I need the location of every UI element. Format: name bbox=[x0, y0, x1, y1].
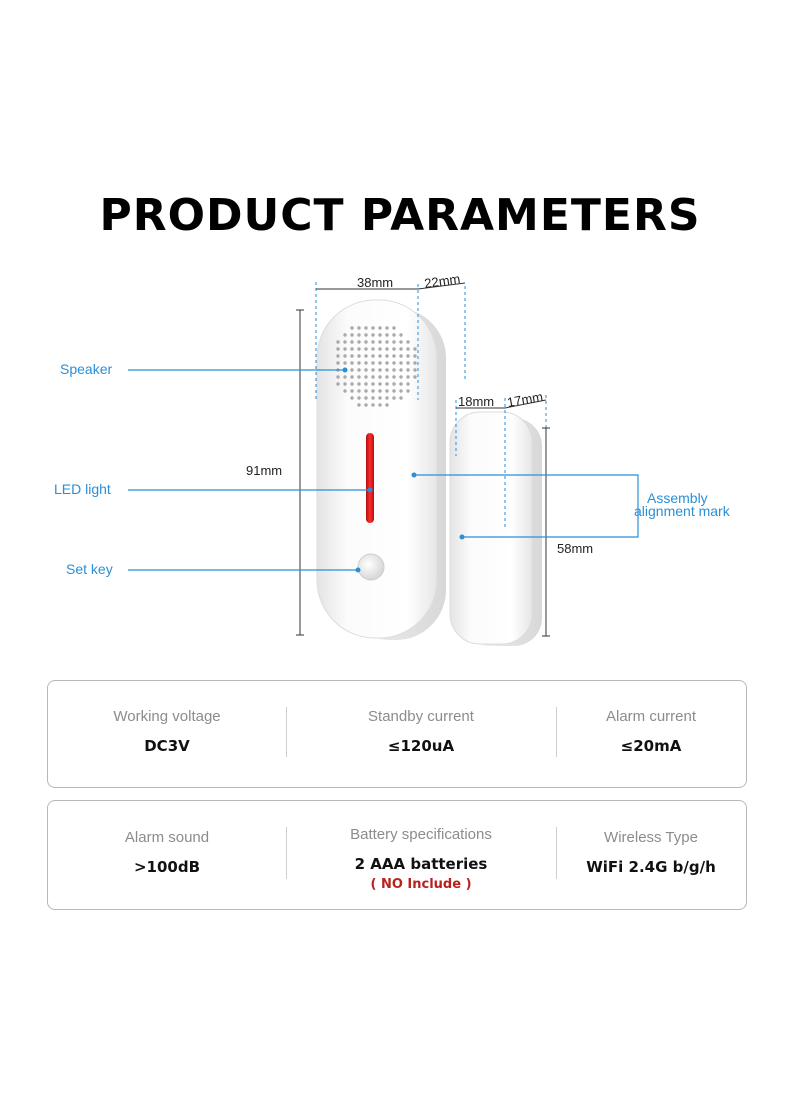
spec-label: Standby current bbox=[368, 707, 474, 725]
callout-set-key: Set key bbox=[66, 561, 113, 577]
callout-assembly-1: Assembly bbox=[647, 490, 708, 506]
spec-box-electrical: Working voltage DC3V Standby current ≤12… bbox=[47, 680, 747, 788]
spec-label: Battery specifications bbox=[350, 826, 492, 843]
dim-width-main: 38mm bbox=[357, 275, 393, 290]
callout-speaker: Speaker bbox=[60, 361, 112, 377]
spec-cell: Battery specifications 2 AAA batteries (… bbox=[286, 801, 556, 909]
spec-cell: Working voltage DC3V bbox=[48, 681, 286, 787]
spec-value: WiFi 2.4G b/g/h bbox=[586, 857, 716, 876]
spec-label: Wireless Type bbox=[604, 828, 698, 846]
led-light bbox=[366, 433, 374, 523]
spec-value: DC3V bbox=[144, 736, 190, 755]
spec-note: ( NO Include ) bbox=[370, 877, 472, 892]
spec-cell: Alarm sound >100dB bbox=[48, 801, 286, 909]
dim-height-magnet: 58mm bbox=[557, 541, 593, 556]
page-title: PRODUCT PARAMETERS bbox=[99, 190, 701, 241]
main-body bbox=[316, 299, 438, 639]
set-key-button bbox=[357, 553, 385, 581]
dim-width-magnet: 18mm bbox=[458, 394, 494, 409]
spec-cell: Alarm current ≤20mA bbox=[556, 681, 746, 787]
spec-value: >100dB bbox=[133, 857, 201, 876]
spec-label: Alarm current bbox=[605, 707, 697, 725]
product-diagram: 38mm 22mm 18mm 17mm 91mm 58mm Speaker LE… bbox=[54, 271, 731, 646]
speaker-grille-icon bbox=[336, 326, 417, 407]
spec-value: ≤20mA bbox=[620, 736, 682, 755]
spec-label: Working voltage bbox=[113, 707, 221, 725]
callout-led: LED light bbox=[54, 481, 111, 497]
spec-cell: Wireless Type WiFi 2.4G b/g/h bbox=[556, 801, 746, 909]
callout-assembly-2: alignment mark bbox=[634, 503, 731, 519]
spec-value: ≤120uA bbox=[387, 736, 455, 755]
dim-depth-magnet: 17mm bbox=[506, 389, 544, 410]
spec-label: Alarm sound bbox=[124, 828, 210, 846]
spec-box-general: Alarm sound >100dB Battery specification… bbox=[47, 800, 747, 910]
magnet-body bbox=[449, 411, 533, 645]
dim-height-main: 91mm bbox=[246, 463, 282, 478]
spec-value: 2 AAA batteries bbox=[354, 855, 488, 873]
dim-depth-main: 22mm bbox=[423, 271, 461, 291]
spec-cell: Standby current ≤120uA bbox=[286, 681, 556, 787]
